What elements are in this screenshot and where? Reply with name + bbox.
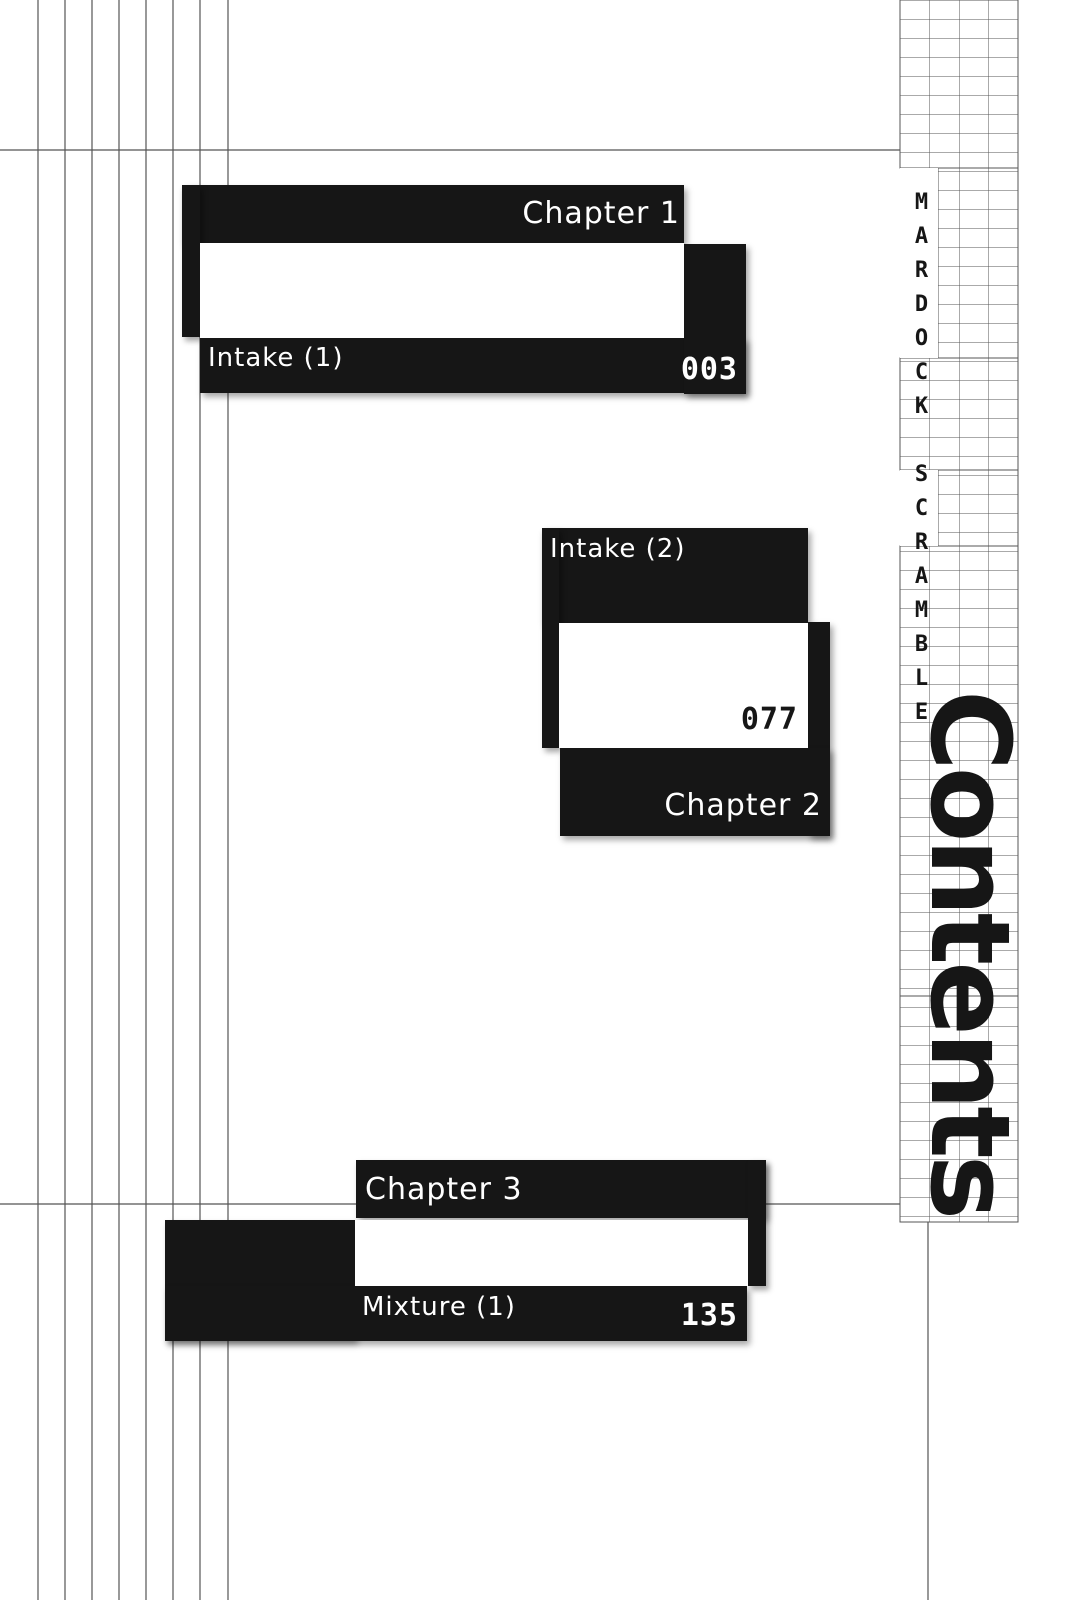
entry-bar-right [684,244,746,394]
entry-bar-top [182,185,684,243]
entry-window [200,243,684,338]
entry-bar-right [748,1160,766,1286]
entry-bar-left [182,185,200,337]
entry-bar-top [356,1160,766,1218]
chapter-label: Chapter 1 [522,196,680,231]
entry-window [355,1220,748,1286]
page-number: 077 [740,702,798,737]
entry-bar-left [542,528,559,748]
entry-bar-bottom [165,1286,747,1341]
entry-bar-top [542,528,808,623]
entry-bar-bottom [560,748,830,836]
entry-bar-bottom [200,338,746,393]
entry-window [559,623,808,748]
chapter-label: Chapter 2 [664,788,822,823]
page-number: 135 [680,1298,738,1333]
page-number: 003 [680,352,738,387]
series-title: MARDOCK SCRAMBLE [909,190,934,734]
page-title: Contents [906,690,1034,1217]
chapter-label: Chapter 3 [365,1172,523,1207]
chapter-subtitle: Intake (2) [550,534,686,564]
chapter-subtitle: Mixture (1) [362,1292,516,1322]
chapter-subtitle: Intake (1) [208,343,344,373]
